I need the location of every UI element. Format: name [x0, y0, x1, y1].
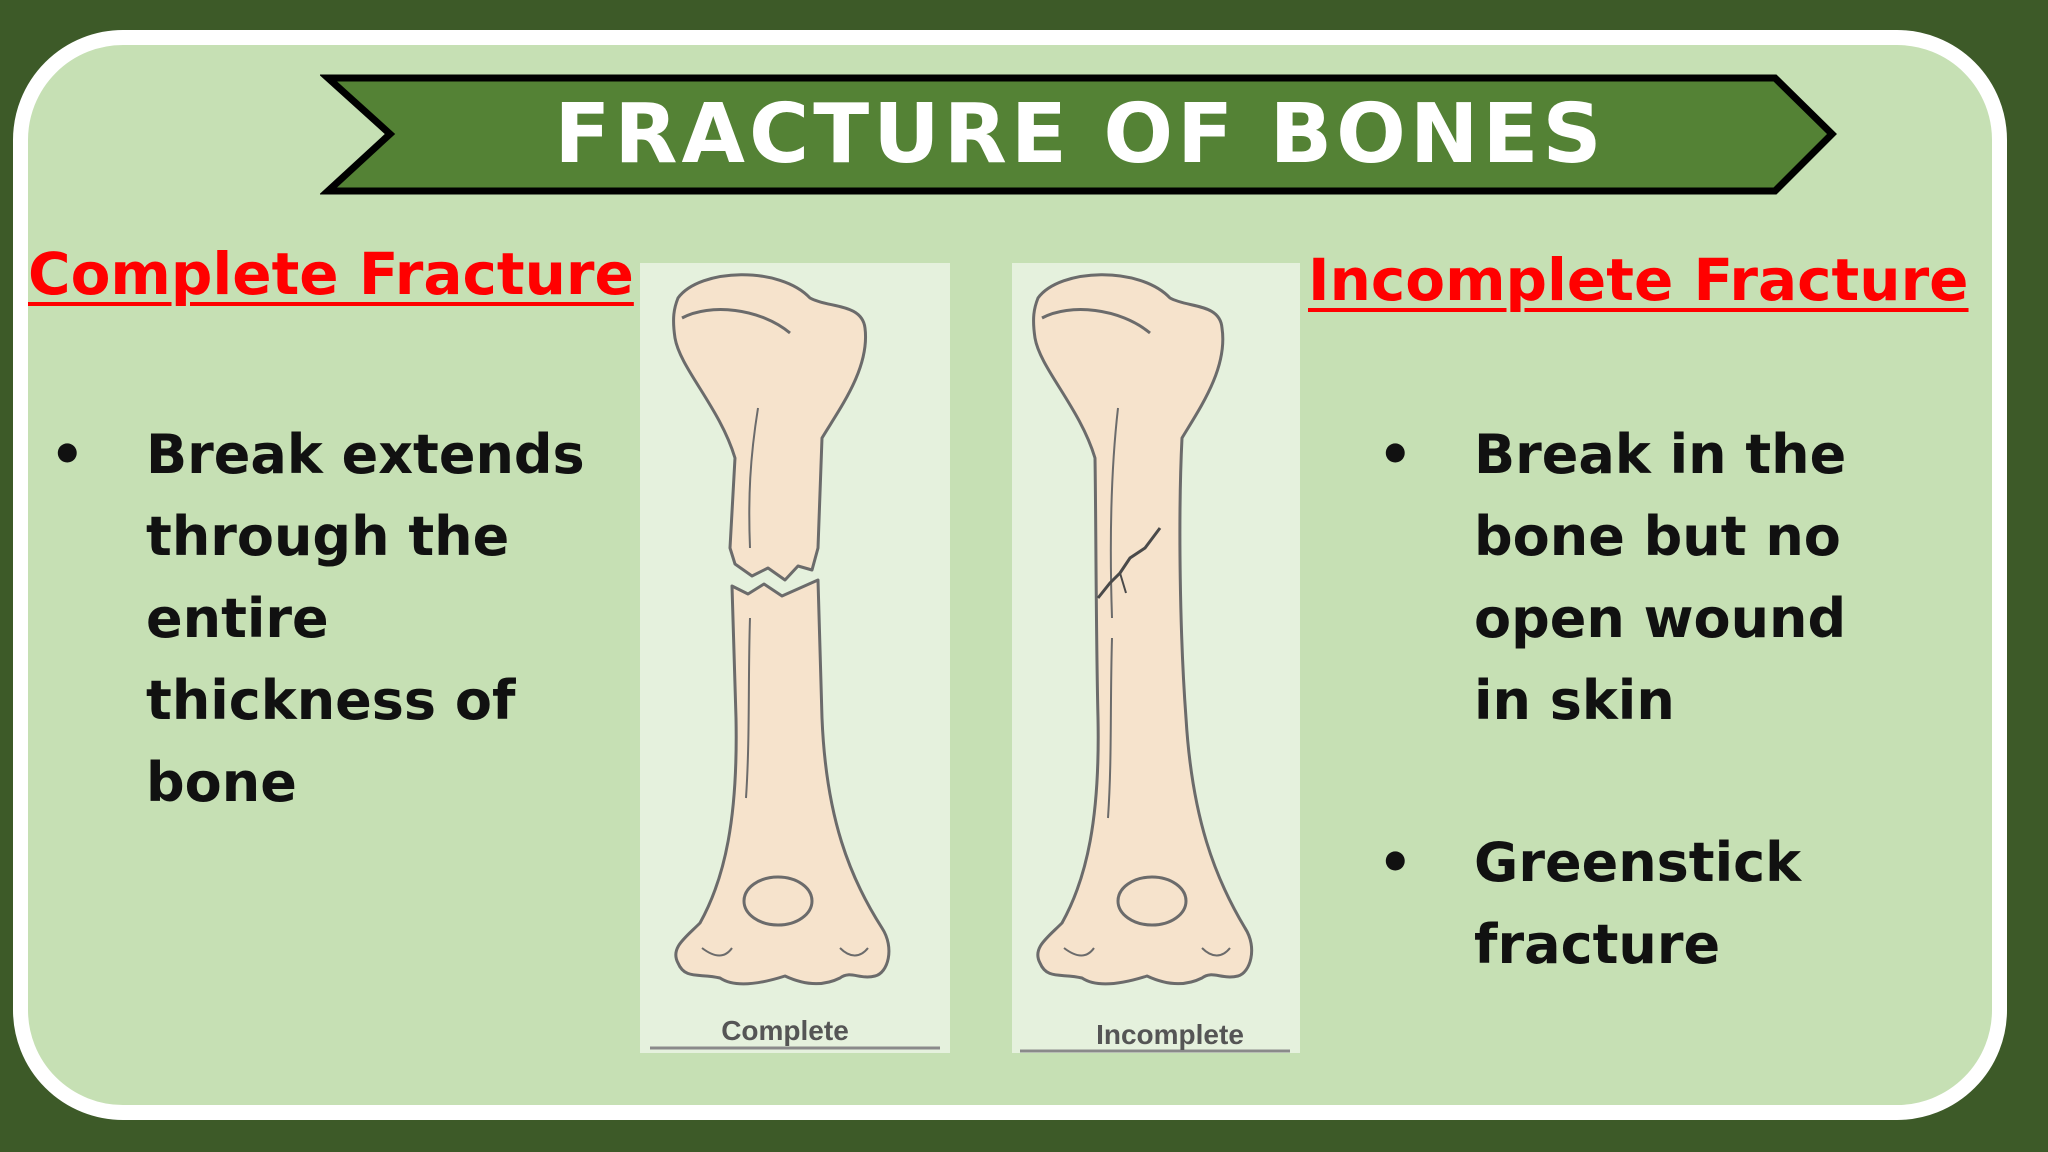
- list-item: Break extends through the entire thickne…: [50, 414, 610, 824]
- title-banner: [320, 74, 1837, 195]
- incomplete-fracture-list: Break in the bone but no open wound in s…: [1378, 414, 1938, 986]
- bone-fracture-illustration: Complete Incomplete: [640, 263, 1300, 1053]
- complete-caption: Complete: [721, 1015, 849, 1046]
- complete-bone-illustration: [650, 273, 940, 1050]
- list-item: Greenstick fracture: [1378, 822, 1938, 986]
- incomplete-fracture-heading: Incomplete Fracture: [1308, 246, 1969, 314]
- list-item: Break in the bone but no open wound in s…: [1378, 414, 1938, 742]
- complete-fracture-heading: Complete Fracture: [28, 240, 634, 308]
- complete-fracture-list: Break extends through the entire thickne…: [50, 414, 610, 824]
- incomplete-bone-illustration: [1020, 273, 1290, 1053]
- slide-title: FRACTURE OF BONES: [554, 87, 1606, 182]
- incomplete-caption: Incomplete: [1096, 1019, 1244, 1050]
